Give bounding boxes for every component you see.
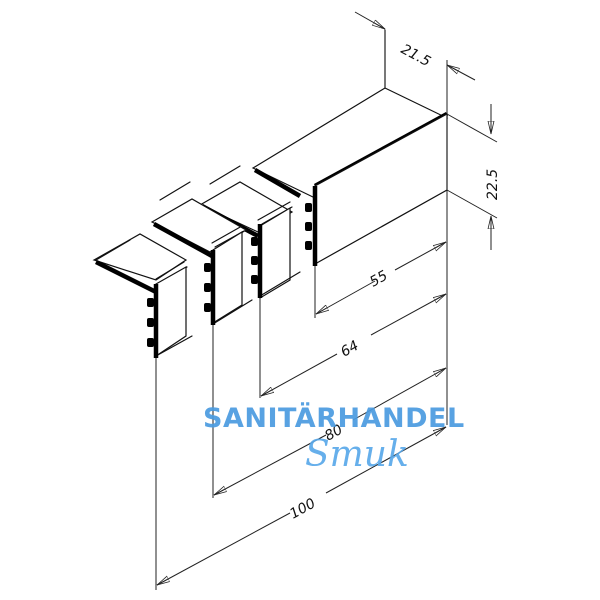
watermark-brand-text: SANITÄRHANDEL	[203, 402, 465, 434]
dimension-64: 64	[261, 293, 446, 397]
dimension-depth: 21.5	[354, 11, 476, 81]
dimension-label-80: 80	[322, 422, 345, 445]
dimension-80: 80	[214, 367, 446, 496]
watermark-script-text: Smuk	[305, 434, 409, 475]
dimension-height: 22.5	[485, 104, 501, 250]
dimension-label-55: 55	[367, 268, 390, 291]
dimension-label-depth: 21.5	[398, 41, 433, 70]
dimension-label-100: 100	[287, 496, 318, 523]
extension-lines	[155, 30, 498, 590]
dimension-55: 55	[316, 241, 446, 315]
profile-80	[150, 181, 253, 325]
dimension-label-height: 22.5	[485, 169, 501, 200]
profile-55	[251, 29, 449, 266]
watermark: SANITÄRHANDEL Smuk	[203, 402, 465, 475]
profile-100	[92, 233, 193, 358]
dimension-label-64: 64	[338, 338, 361, 361]
